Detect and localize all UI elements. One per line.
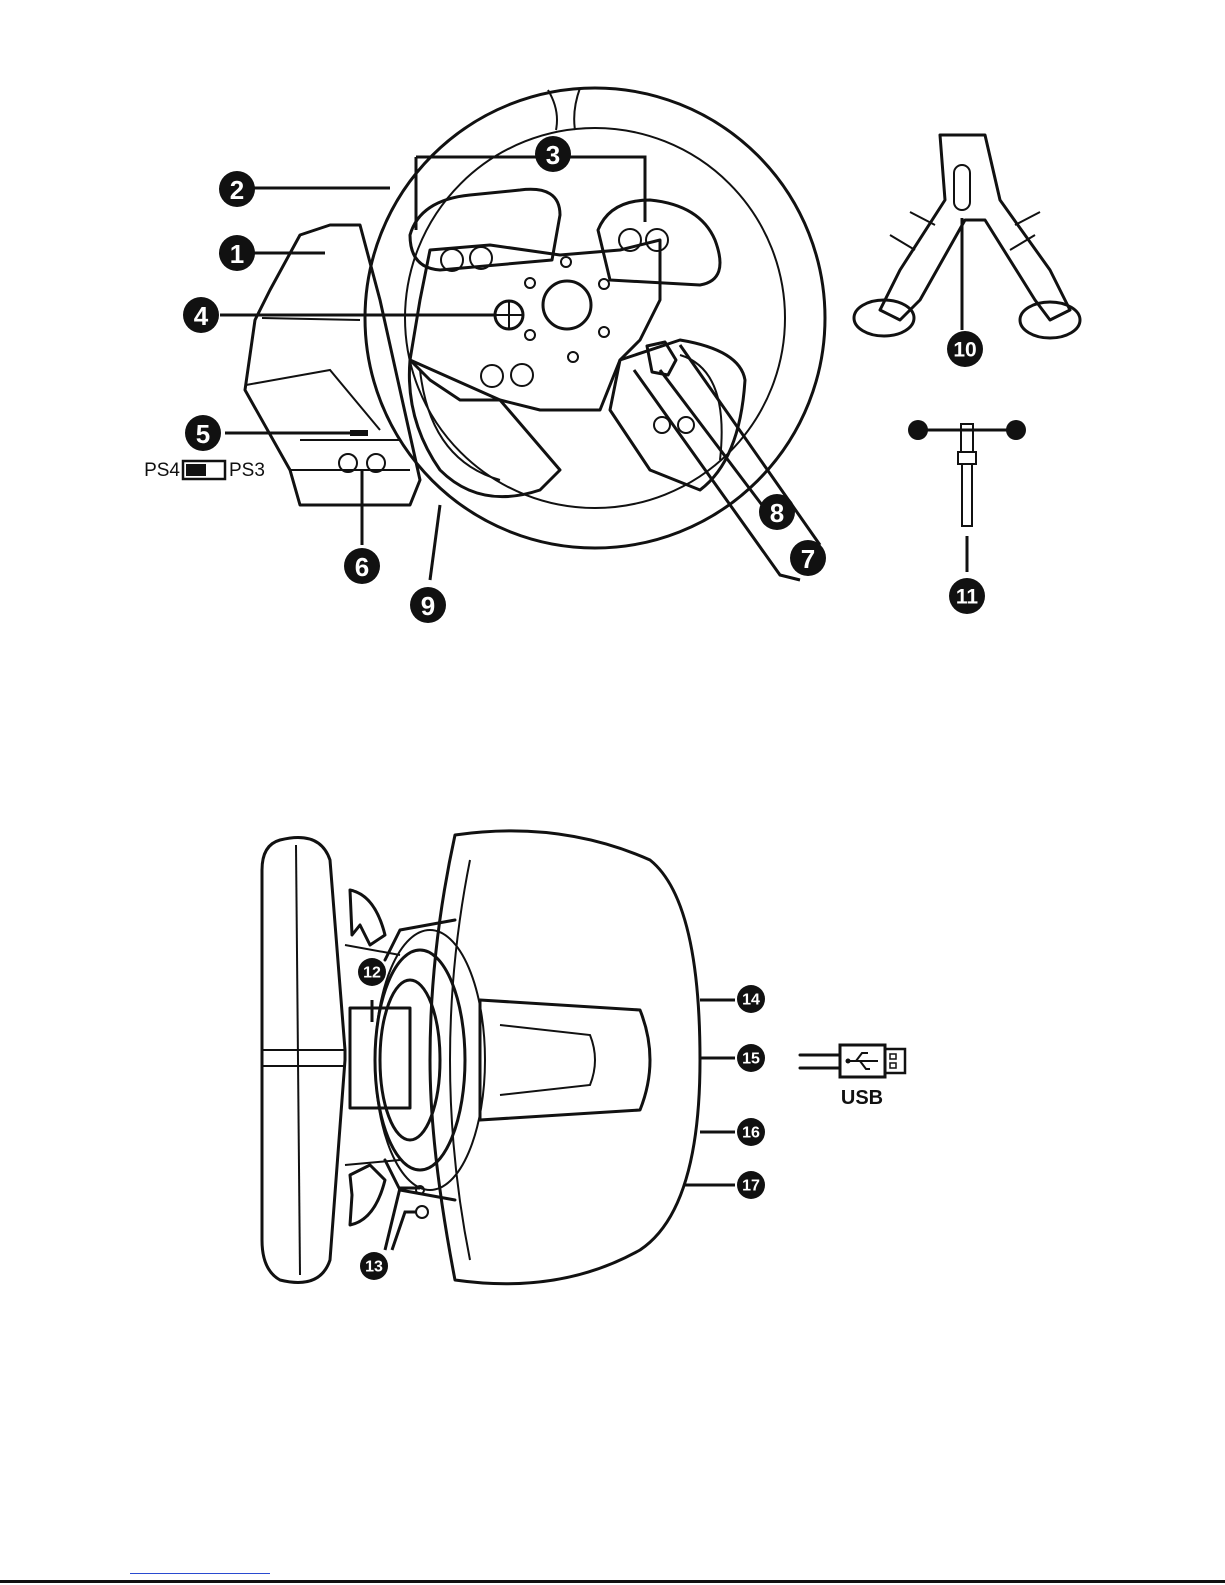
wheel-side-view <box>262 831 735 1284</box>
clamp-screw <box>908 420 1026 572</box>
usb-label: USB <box>841 1087 883 1109</box>
svg-text:13: 13 <box>365 1259 383 1276</box>
callout-10: 10 <box>947 331 983 367</box>
svg-text:14: 14 <box>742 992 760 1009</box>
callout-3: 3 <box>535 136 571 172</box>
svg-text:9: 9 <box>421 591 435 621</box>
wheel-front-view <box>220 88 825 580</box>
svg-text:8: 8 <box>770 498 784 528</box>
svg-text:16: 16 <box>742 1125 760 1142</box>
callout-13: 13 <box>360 1252 388 1280</box>
callout-4: 4 <box>183 297 219 333</box>
svg-text:5: 5 <box>196 419 210 449</box>
svg-text:6: 6 <box>355 552 369 582</box>
table-clamp <box>854 135 1080 338</box>
svg-text:15: 15 <box>742 1051 760 1068</box>
callout-2: 2 <box>219 171 255 207</box>
svg-text:1: 1 <box>230 239 244 269</box>
svg-text:2: 2 <box>230 175 244 205</box>
svg-text:4: 4 <box>194 301 209 331</box>
footer-link-underline <box>130 1573 270 1574</box>
callout-1: 1 <box>219 235 255 271</box>
ps3-label: PS3 <box>229 460 265 481</box>
callout-16: 16 <box>737 1118 765 1146</box>
callout-11: 11 <box>949 578 985 614</box>
usb-plug-icon <box>800 1045 905 1077</box>
callout-7: 7 <box>790 540 826 576</box>
callout-14: 14 <box>737 985 765 1013</box>
callout-12: 12 <box>358 958 386 986</box>
callout-6: 6 <box>344 548 380 584</box>
callout-8: 8 <box>759 494 795 530</box>
ps-mode-switch[interactable]: PS4 PS3 <box>144 460 265 481</box>
ps4-label: PS4 <box>144 460 180 481</box>
svg-text:11: 11 <box>956 586 979 609</box>
callout-9: 9 <box>410 587 446 623</box>
svg-text:17: 17 <box>742 1178 760 1195</box>
footer-rule <box>0 1580 1225 1583</box>
svg-text:12: 12 <box>363 965 381 982</box>
svg-text:7: 7 <box>801 544 815 574</box>
callout-5: 5 <box>185 415 221 451</box>
callout-15: 15 <box>737 1044 765 1072</box>
callout-17: 17 <box>737 1171 765 1199</box>
svg-text:10: 10 <box>953 339 976 362</box>
svg-text:3: 3 <box>546 140 560 170</box>
